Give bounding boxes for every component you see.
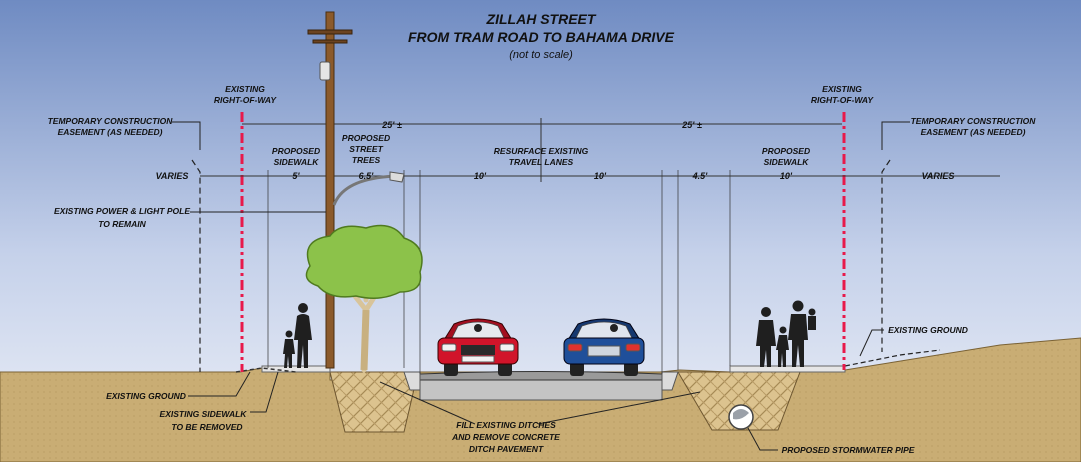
easement-label-left-2: EASEMENT (AS NEEDED)	[58, 127, 163, 137]
title-line-1: ZILLAH STREET	[486, 11, 597, 27]
fill-ditch-label-3: DITCH PAVEMENT	[469, 444, 544, 454]
proposed-sidewalk-left	[261, 365, 331, 373]
pedestrians-left	[283, 303, 312, 368]
varies-right: VARIES	[922, 171, 955, 181]
dim-sidewalk-left: 5'	[292, 171, 300, 181]
dim-lane-right: 10'	[594, 171, 607, 181]
existing-ground-line	[844, 349, 941, 367]
title-line-3: (not to scale)	[509, 49, 573, 61]
title-line-2: FROM TRAM ROAD TO BAHAMA DRIVE	[408, 29, 675, 45]
fill-ditch-left	[329, 371, 419, 433]
street-tree	[305, 224, 423, 373]
curb-left	[403, 371, 421, 391]
car-red	[437, 318, 519, 376]
easement-label-right-1: TEMPORARY CONSTRUCTION	[911, 116, 1037, 126]
dim-trees: 6.5'	[359, 171, 375, 181]
sidewalk-right-label-1: PROPOSED	[762, 146, 810, 156]
sidewalk-left-label-1: PROPOSED	[272, 146, 320, 156]
trees-label-2: STREET	[349, 144, 383, 154]
fill-ditch-label-1: FILL EXISTING DITCHES	[456, 420, 556, 430]
proposed-sidewalk-right	[729, 365, 846, 373]
trees-label-3: TREES	[352, 155, 381, 165]
varies-left: VARIES	[156, 171, 189, 181]
existing-ground-label-right: EXISTING GROUND	[888, 325, 968, 335]
fill-ditch-label-2: AND REMOVE CONCRETE	[451, 432, 560, 442]
dim-lane-left: 10'	[474, 171, 487, 181]
power-pole-label-1: EXISTING POWER & LIGHT POLE	[54, 206, 190, 216]
easement-label-left-1: TEMPORARY CONSTRUCTION	[48, 116, 174, 126]
stormwater-label: PROPOSED STORMWATER PIPE	[782, 445, 915, 455]
power-pole	[307, 11, 405, 369]
sidewalk-left-label-2: SIDEWALK	[274, 157, 320, 167]
existing-ground-label-left: EXISTING GROUND	[106, 391, 186, 401]
existing-sidewalk-label-1: EXISTING SIDEWALK	[160, 409, 248, 419]
leader-lines	[172, 121, 910, 451]
dim-buffer-right: 4.5'	[692, 171, 709, 181]
car-blue	[563, 318, 645, 376]
curb-right	[661, 371, 679, 391]
row-label-left-2: RIGHT-OF-WAY	[214, 95, 277, 105]
row-label-right-1: EXISTING	[822, 84, 862, 94]
stormwater-pipe	[728, 404, 754, 430]
power-pole-label-2: TO REMAIN	[98, 219, 146, 229]
existing-sidewalk-outline	[235, 367, 297, 373]
road-base	[419, 379, 663, 401]
trees-label-1: PROPOSED	[342, 133, 390, 143]
sidewalk-right-label-2: SIDEWALK	[764, 157, 810, 167]
row-label-left-1: EXISTING	[225, 84, 265, 94]
row-label-right-2: RIGHT-OF-WAY	[811, 95, 874, 105]
dim-half-right: 25' ±	[681, 120, 702, 130]
easement-line-left	[191, 159, 201, 372]
dim-sidewalk-right: 10'	[780, 171, 793, 181]
existing-sidewalk-label-2: TO BE REMOVED	[171, 422, 242, 432]
easement-line-right	[881, 159, 891, 352]
pedestrians-right	[756, 300, 816, 367]
resurface-label-2: TRAVEL LANES	[509, 157, 574, 167]
dim-half-left: 25' ±	[381, 120, 402, 130]
easement-label-right-2: EASEMENT (AS NEEDED)	[921, 127, 1026, 137]
resurface-label-1: RESURFACE EXISTING	[494, 146, 589, 156]
